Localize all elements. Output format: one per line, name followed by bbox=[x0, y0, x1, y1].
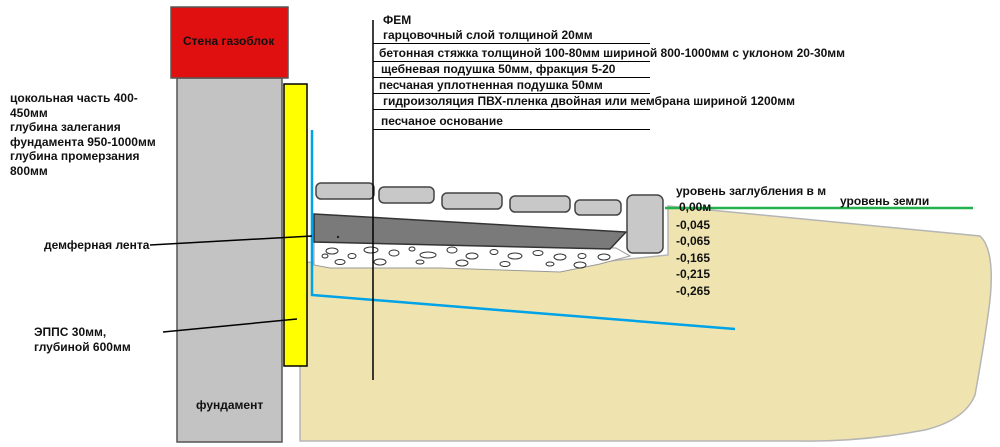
layer-label: песчаное основание bbox=[381, 114, 503, 128]
foundation-label: фундамент bbox=[196, 398, 264, 412]
curb-stone bbox=[626, 194, 664, 254]
damper-leader bbox=[149, 235, 313, 246]
layer-row: гидроизоляция ПВХ-пленка двойная или мем… bbox=[373, 93, 795, 110]
layer-row: бетонная стяжка толщиной 100-80мм ширино… bbox=[373, 45, 845, 62]
layer-label: щебневая подушка 50мм, фракция 5-20 bbox=[381, 62, 616, 76]
gasblock-wall bbox=[170, 6, 289, 79]
concrete-screed bbox=[313, 213, 628, 250]
wall-label: Стена газоблок bbox=[183, 34, 275, 48]
layer-label: бетонная стяжка толщиной 100-80мм ширино… bbox=[379, 46, 846, 60]
layer-row: песчаное основание bbox=[373, 113, 650, 130]
epps-insulation bbox=[283, 83, 308, 367]
fem-title: ФЕМ bbox=[383, 13, 412, 27]
layer-label: гидроизоляция ПВХ-пленка двойная или мем… bbox=[383, 94, 796, 108]
depth-value: -0,265 bbox=[676, 284, 711, 298]
ground-level-label: уровень земли bbox=[840, 194, 930, 208]
depth-title: уровень заглубления в м bbox=[676, 184, 827, 198]
sand-soil bbox=[299, 205, 992, 442]
depth-value: -0,065 bbox=[676, 234, 711, 248]
foundation-block bbox=[176, 77, 283, 443]
foundation-depth-note: глубина залегания фундамента 950-1000мм bbox=[10, 120, 156, 149]
plinth-note: цокольная часть 400-450мм bbox=[10, 91, 138, 120]
paving-stones bbox=[315, 182, 622, 216]
freeze-depth-note: глубина промерзания 800мм bbox=[10, 149, 140, 178]
depth-value: -0,165 bbox=[676, 251, 711, 265]
epps-label: ЭППС 30мм, глубиной 600мм bbox=[34, 325, 131, 354]
epps-leader bbox=[162, 318, 298, 333]
depth-value: -0,215 bbox=[676, 267, 711, 281]
gravel-cushion bbox=[313, 241, 632, 273]
damper-tape-label: демферная лента bbox=[44, 238, 150, 252]
membrane-line bbox=[310, 130, 736, 331]
depth-value: 0,00м bbox=[679, 200, 712, 214]
layer-row: щебневая подушка 50мм, фракция 5-20 bbox=[373, 61, 650, 78]
layer-label: песчаная уплотненная подушка 50мм bbox=[379, 78, 603, 92]
left-notes: цокольная часть 400-450мм глубина залега… bbox=[10, 91, 175, 178]
layer-row: песчаная уплотненная подушка 50мм bbox=[373, 77, 650, 94]
layer-row: гарцовочный слой толщиной 20мм bbox=[373, 27, 650, 44]
depth-value: -0,045 bbox=[676, 218, 711, 232]
gravel-stones bbox=[321, 246, 611, 269]
layer-label: гарцовочный слой толщиной 20мм bbox=[383, 28, 593, 42]
